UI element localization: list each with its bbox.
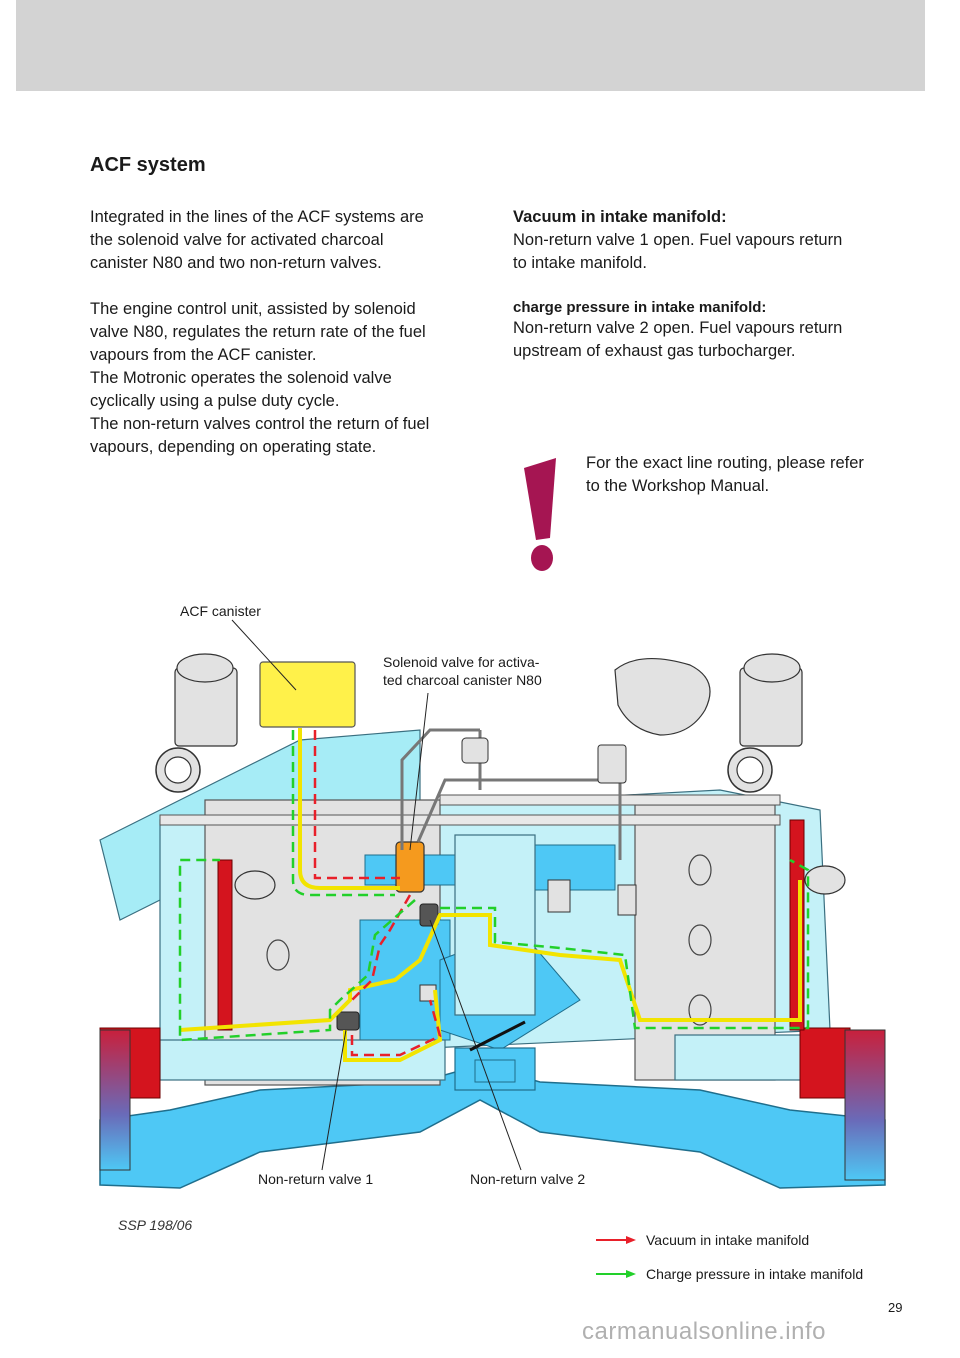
warning-exclamation-icon: [524, 458, 556, 571]
charge-heading: charge pressure in intake manifold:: [513, 299, 767, 316]
page-title: ACF system: [90, 154, 206, 176]
charge-text: Non-return valve 2 open. Fuel vapours re…: [513, 319, 843, 360]
label-acf-canister: ACF canister: [180, 603, 261, 619]
watermark: carmanualsonline.info: [582, 1318, 826, 1345]
workshop-note: For the exact line routing, please refer…: [586, 454, 864, 495]
page-number: 29: [888, 1300, 903, 1315]
intro-paragraph: Integrated in the lines of the ACF syste…: [90, 208, 424, 272]
legend-vacuum: Vacuum in intake manifold: [596, 1229, 809, 1251]
non-return-valve-1-shape: [336, 1011, 360, 1031]
label-non-return-valve-2: Non-return valve 2: [470, 1171, 586, 1187]
legend-charge-label: Charge pressure in intake manifold: [646, 1266, 864, 1282]
solenoid-valve-shape: [395, 841, 425, 893]
right-engine-block: [634, 804, 776, 1081]
green-arrow-icon: [596, 1270, 636, 1278]
label-solenoid-valve: Solenoid valve for activa- ted charcoal …: [383, 654, 542, 688]
legend-vacuum-label: Vacuum in intake manifold: [646, 1232, 810, 1248]
vacuum-heading: Vacuum in intake manifold:: [513, 208, 727, 226]
legend-charge: Charge pressure in intake manifold: [596, 1263, 863, 1285]
header-band: [16, 0, 925, 91]
vacuum-text: Non-return valve 1 open. Fuel vapours re…: [513, 231, 843, 272]
control-paragraph: The engine control unit, assisted by sol…: [90, 300, 430, 456]
label-non-return-valve-1: Non-return valve 1: [258, 1171, 374, 1187]
ssp-reference: SSP 198/06: [118, 1217, 193, 1233]
red-arrow-icon: [596, 1236, 636, 1244]
acf-canister-shape: [259, 661, 356, 728]
